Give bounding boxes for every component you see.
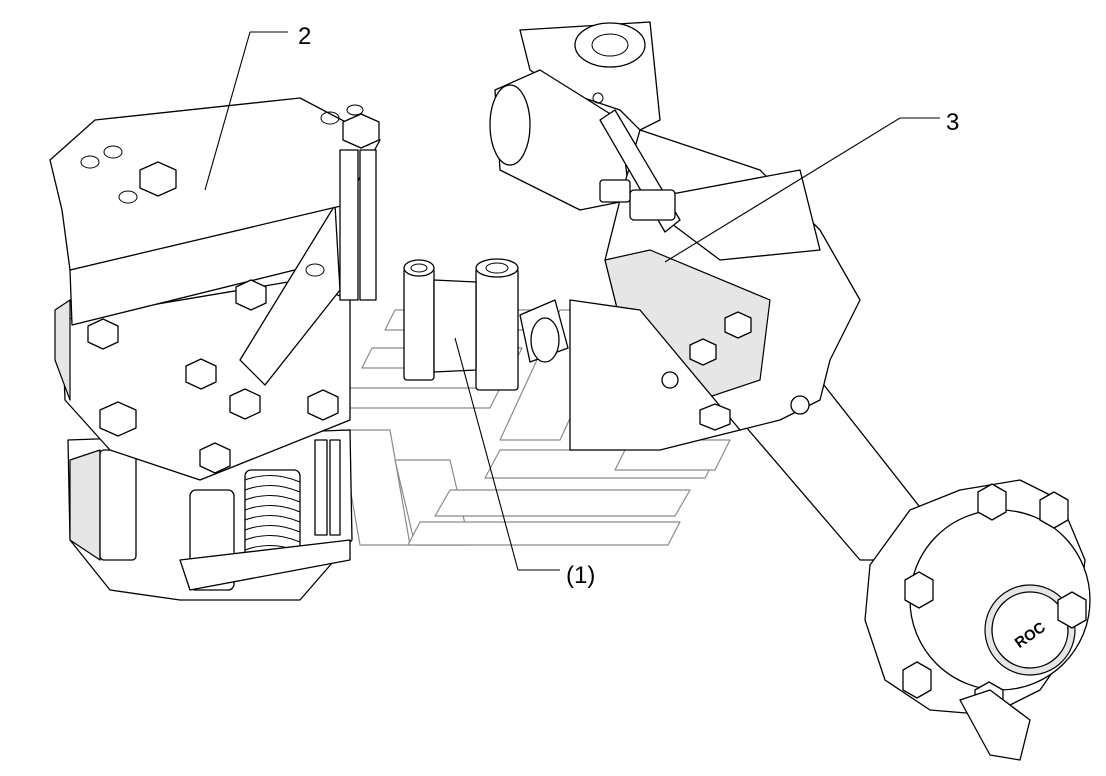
callout-part-3: 3 — [946, 109, 959, 136]
wheel-nuts — [902, 483, 1087, 719]
leader-line-3 — [664, 117, 901, 263]
axle-assembly: ROC — [489, 21, 1091, 761]
wheel-hub: ROC — [864, 479, 1091, 719]
bolt-heads — [87, 113, 380, 474]
leader-line-1 — [454, 337, 519, 571]
bushing-pins — [403, 258, 569, 391]
bracket-assembly — [49, 97, 381, 601]
leader-line-2 — [204, 31, 251, 191]
coil-spring — [244, 469, 301, 566]
callout-part-1: (1) — [566, 562, 595, 589]
callout-part-2: 2 — [298, 23, 311, 50]
